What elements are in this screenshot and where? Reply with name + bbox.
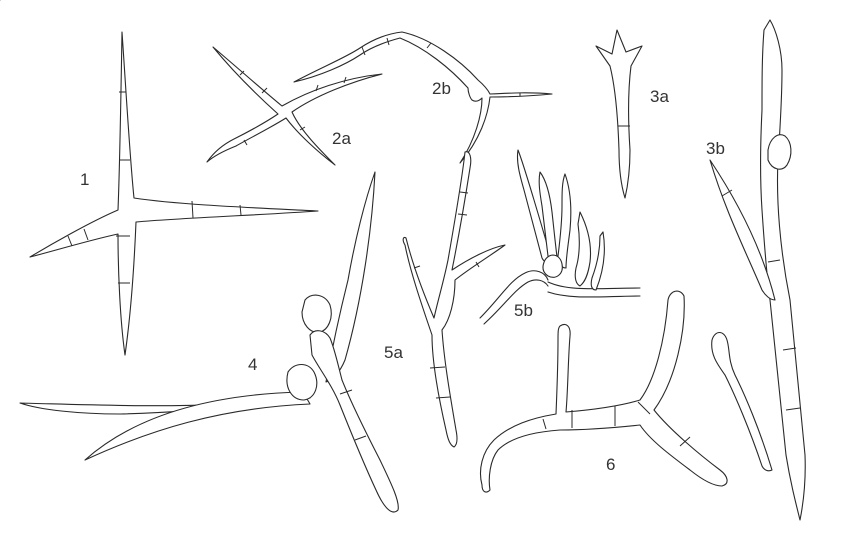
conidium-figure-3b xyxy=(709,19,806,521)
figure-label-3b: 3b xyxy=(706,139,725,158)
conidium-figure-3a xyxy=(595,29,643,199)
conidium-figure-5b xyxy=(479,149,641,325)
figure-label-2b: 2b xyxy=(432,79,451,98)
figure-label-5a: 5a xyxy=(384,343,403,362)
conidium-figure-5a xyxy=(402,151,506,448)
conidium-figure-4 xyxy=(19,171,399,513)
conidium-figure-2a xyxy=(206,46,383,166)
figure-label-1: 1 xyxy=(80,170,89,189)
figure-label-2a: 2a xyxy=(332,129,351,148)
conidium-figure-2b xyxy=(0,0,553,164)
figure-label-3a: 3a xyxy=(650,87,669,106)
conidium-figure-1 xyxy=(29,31,319,356)
conidium-figure-6 xyxy=(479,290,728,493)
figure-label-5b: 5b xyxy=(514,301,533,320)
figure-label-4: 4 xyxy=(248,355,257,374)
figure-label-6: 6 xyxy=(606,455,615,474)
